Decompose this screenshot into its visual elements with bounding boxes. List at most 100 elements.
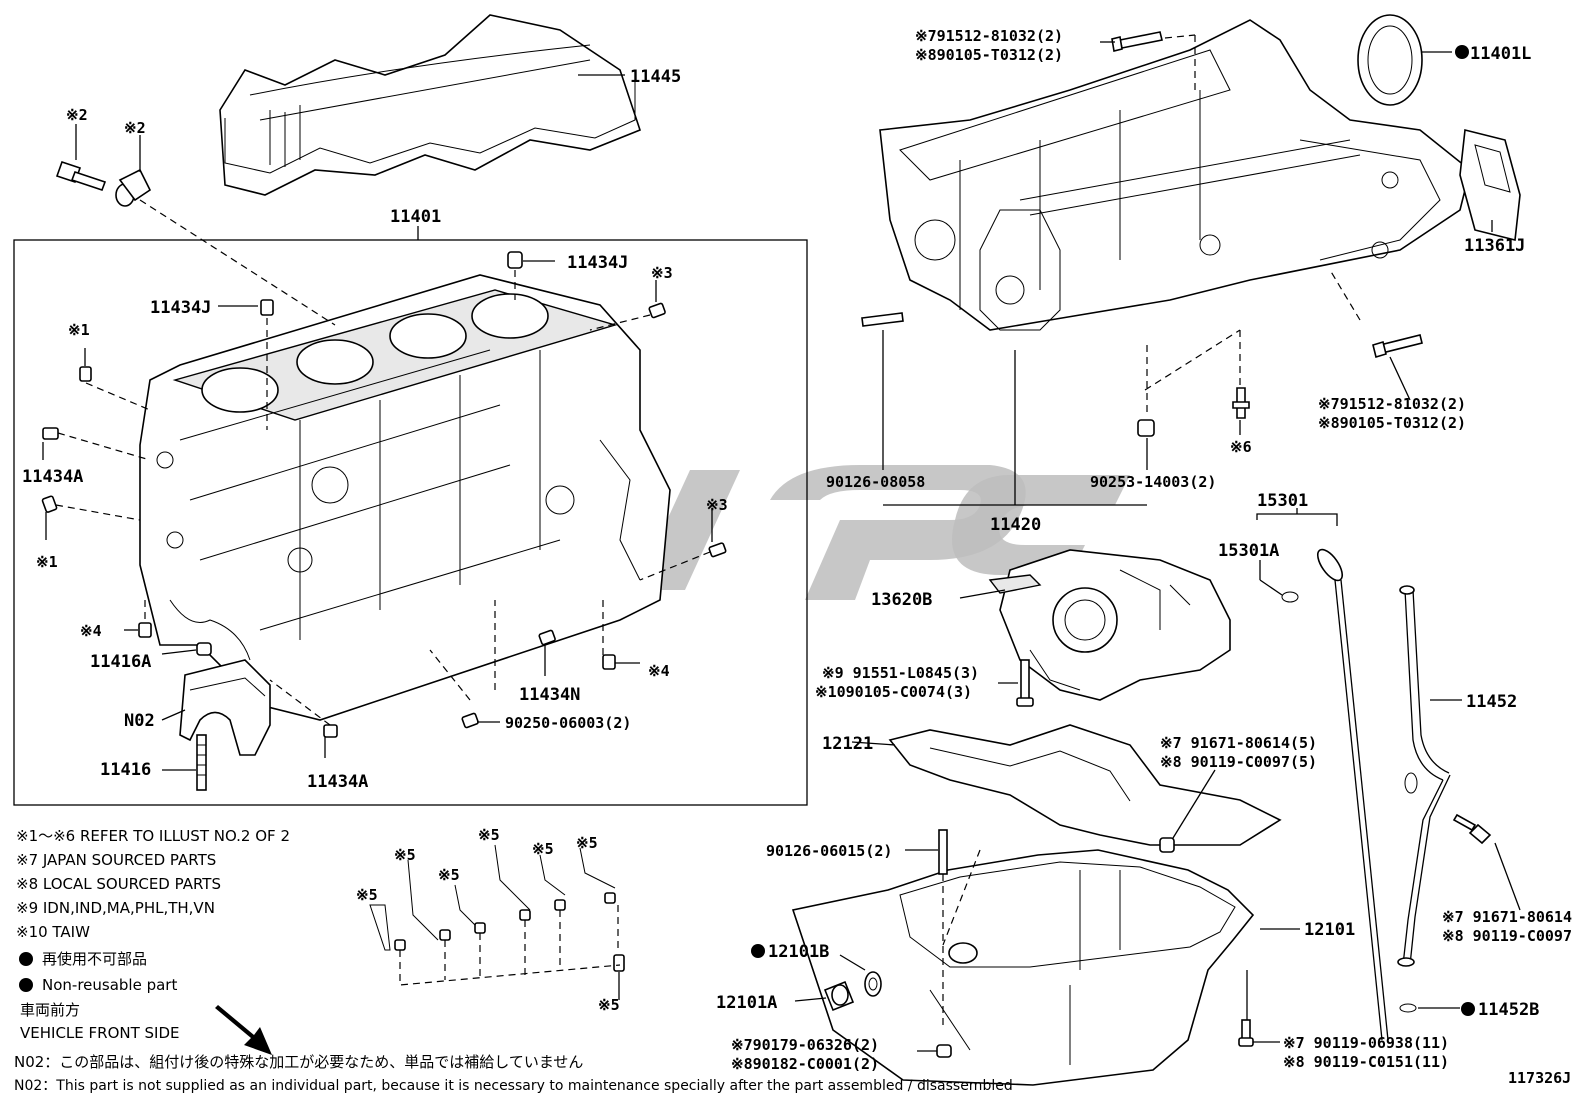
- ref-tube-1: ※7 91671-80614: [1442, 908, 1572, 926]
- gasket-11361J: [1459, 129, 1521, 241]
- ref-pan-2: ※8 90119-C0151(11): [1283, 1053, 1449, 1071]
- drain-plug-and-gasket: [823, 971, 882, 1012]
- bolt-and-union: [55, 124, 152, 207]
- ref-mid-2: ※890105-T0312(2): [1318, 414, 1466, 432]
- upper-pan-bolts: [861, 31, 1423, 437]
- pan-bolts: [936, 1019, 1254, 1058]
- baffle-plate-12121: [888, 724, 1282, 846]
- oil-jet-nozzles: [369, 844, 625, 1000]
- label-N02: N02: [124, 711, 155, 731]
- ref-x1-b: ※1: [36, 553, 58, 571]
- dowel-pins: [41, 251, 727, 738]
- ref-tube-2: ※8 90119-C0097: [1442, 927, 1572, 945]
- label-11420: 11420: [990, 515, 1041, 535]
- ref-x5-e: ※5: [532, 840, 554, 858]
- ref-x5-b: ※5: [394, 846, 416, 864]
- legend-line-5: ※10 TAIW: [16, 923, 90, 941]
- ref-pump-2: ※1090105-C0074(3): [815, 683, 972, 701]
- legend-line-2: ※7 JAPAN SOURCED PARTS: [16, 851, 216, 869]
- label-90126-08058: 90126-08058: [826, 473, 925, 491]
- label-11416A: 11416A: [90, 652, 151, 672]
- legend-bullet-en: [19, 978, 33, 992]
- legend-line-8: 車両前方: [20, 1001, 80, 1019]
- guide-bolt: [1452, 813, 1492, 845]
- legend-line-1: ※1～※6 REFER TO ILLUST NO.2 OF 2: [16, 827, 290, 845]
- ref-x6: ※6: [1230, 438, 1252, 456]
- nonreusable-dot-11401L: [1455, 45, 1469, 59]
- cylinder-block-assembly-box: [13, 239, 808, 806]
- baffle-bolt: [1159, 837, 1175, 853]
- ref-pump-1: ※9 91551-L0845(3): [822, 664, 979, 682]
- ref-drain-1: ※790179-06326(2): [731, 1036, 879, 1054]
- label-90253: 90253-14003(2): [1090, 473, 1216, 491]
- figure-id: 117326J: [1508, 1069, 1571, 1087]
- label-11361J: 11361J: [1464, 236, 1525, 256]
- label-15301: 15301: [1257, 491, 1308, 511]
- label-90126-06015: 90126-06015(2): [766, 842, 892, 860]
- bearing-cap: [179, 659, 271, 791]
- label-90250: 90250-06003(2): [505, 714, 631, 732]
- label-11445: 11445: [630, 67, 681, 87]
- dipstick-guide-11452: [1397, 585, 1451, 1013]
- label-11452B: 11452B: [1478, 1000, 1539, 1020]
- nonreusable-dot-11452B: [1461, 1002, 1475, 1016]
- legend-line-4: ※9 IDN,IND,MA,PHL,TH,VN: [16, 899, 215, 917]
- legend-bullet-jp: [19, 952, 33, 966]
- label-11416: 11416: [100, 760, 151, 780]
- legend: ※1～※6 REFER TO ILLUST NO.2 OF 2 ※7 JAPAN…: [16, 827, 290, 1042]
- label-12101A: 12101A: [716, 993, 777, 1013]
- oil-seal-11401L: [1357, 14, 1423, 106]
- ref-x5-d: ※5: [478, 826, 500, 844]
- ref-x4-a: ※4: [80, 622, 102, 640]
- label-11401: 11401: [390, 207, 441, 227]
- legend-line-3: ※8 LOCAL SOURCED PARTS: [16, 875, 221, 893]
- ref-x3-a: ※3: [651, 264, 673, 282]
- label-11434A-b: 11434A: [307, 772, 368, 792]
- oil-pump-bolt: [1016, 659, 1034, 707]
- dipstick-15301: [1281, 548, 1389, 1041]
- ref-x1-a: ※1: [68, 321, 90, 339]
- label-11401L: 11401L: [1470, 44, 1531, 64]
- oil-pump-13620B: [988, 549, 1231, 701]
- upper-pan-leaders: [882, 34, 1411, 506]
- label-12101B: 12101B: [768, 942, 829, 962]
- ref-mid-1: ※791512-81032(2): [1318, 395, 1466, 413]
- lower-oil-pan-12101: [791, 849, 1255, 1086]
- ref-x2-b: ※2: [124, 119, 146, 137]
- ref-top-2: ※890105-T0312(2): [915, 46, 1063, 64]
- label-11434A-a: 11434A: [22, 467, 83, 487]
- ref-x5-g: ※5: [598, 996, 620, 1014]
- ref-shield-2: ※8 90119-C0097(5): [1160, 753, 1317, 771]
- ref-shield-1: ※7 91671-80614(5): [1160, 734, 1317, 752]
- legend-line-6: 再使用不可部品: [42, 950, 147, 968]
- oil-pan-gasket-11445: [219, 14, 641, 196]
- ref-x5-c: ※5: [438, 866, 460, 884]
- ref-x5-f: ※5: [576, 834, 598, 852]
- block-leader-lines: [42, 199, 713, 771]
- label-12121: 12121: [822, 734, 873, 754]
- footnote-jp: N02：この部品は、組付け後の特殊な加工が必要なため、単品では補給していません: [14, 1053, 583, 1071]
- stud-bolts: [938, 829, 981, 1030]
- ref-top-1: ※791512-81032(2): [915, 27, 1063, 45]
- label-15301A: 15301A: [1218, 541, 1279, 561]
- vehicle-front-arrow: [215, 1005, 272, 1055]
- legend-line-9: VEHICLE FRONT SIDE: [20, 1024, 180, 1042]
- ref-x4-b: ※4: [648, 662, 670, 680]
- label-12101: 12101: [1304, 920, 1355, 940]
- ref-drain-2: ※890182-C0001(2): [731, 1055, 879, 1073]
- label-13620B: 13620B: [871, 590, 932, 610]
- label-11434J-a: 11434J: [567, 253, 628, 273]
- cylinder-block: [139, 274, 671, 721]
- label-11452: 11452: [1466, 692, 1517, 712]
- footnote-en: N02：This part is not supplied as an indi…: [14, 1078, 1013, 1094]
- label-11434J-b: 11434J: [150, 298, 211, 318]
- legend-line-7: Non-reusable part: [42, 976, 177, 994]
- ref-x2-a: ※2: [66, 106, 88, 124]
- part-labels: 11445 11401 11434J 11434J 11434A 11434A …: [22, 27, 1572, 1073]
- ref-x5-a: ※5: [356, 886, 378, 904]
- ref-pan-1: ※7 90119-06938(11): [1283, 1034, 1449, 1052]
- ref-x3-b: ※3: [706, 496, 728, 514]
- nonreusable-dot-12101B: [751, 944, 765, 958]
